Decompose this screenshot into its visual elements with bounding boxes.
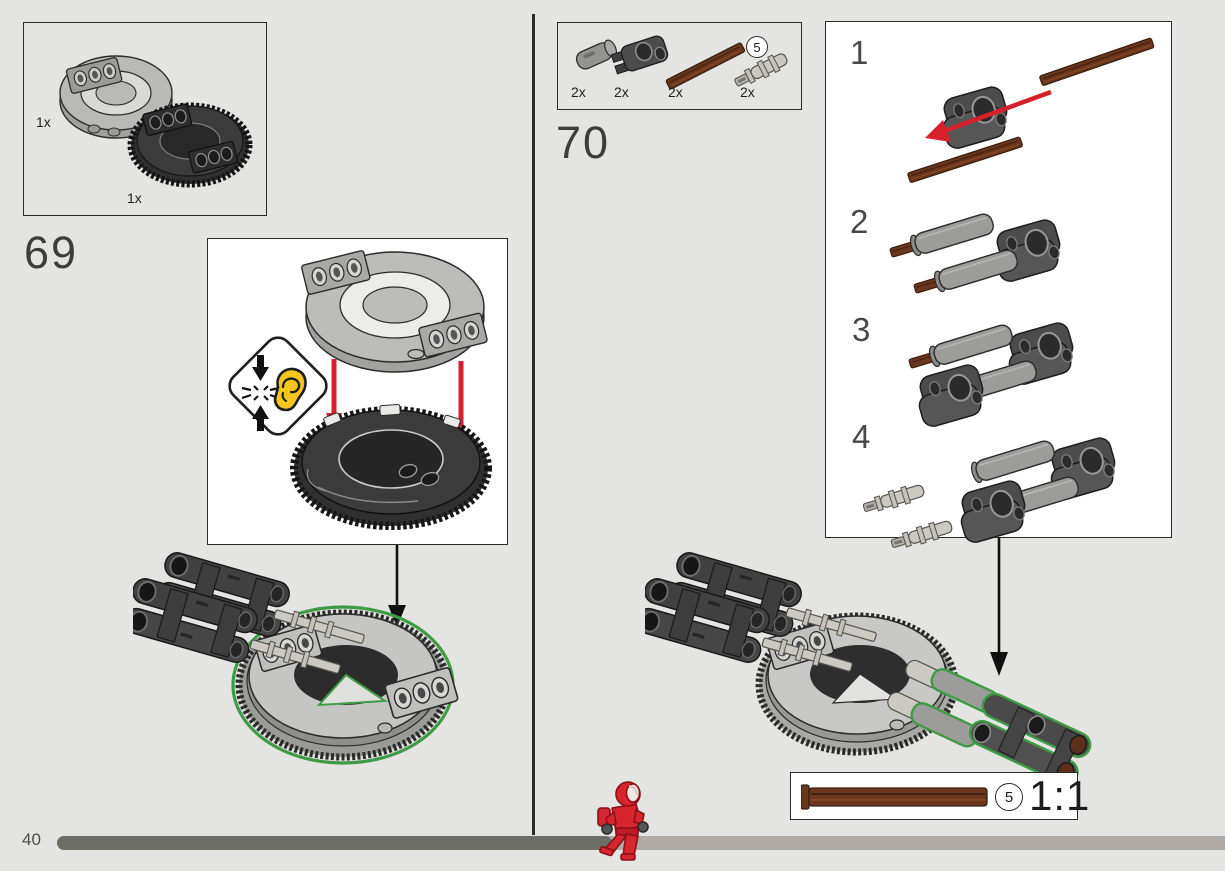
substep-4-number: 4 — [852, 418, 871, 455]
substep-2-number: 2 — [850, 203, 869, 240]
column-divider — [532, 14, 535, 835]
step69-result-assembly — [133, 549, 460, 765]
part-count-label: 2x — [571, 84, 586, 100]
visor — [625, 783, 641, 803]
press-until-click-ear-icon — [228, 336, 328, 436]
step70-result-assembly — [645, 549, 1092, 786]
progress-bar-fill — [57, 836, 612, 850]
part-count-label: 1x — [127, 190, 142, 206]
ear-icon — [273, 367, 307, 412]
substep-1-number: 1 — [850, 34, 869, 71]
substep-1-art — [906, 37, 1155, 184]
step69-detail-art — [228, 250, 492, 530]
turntable-gear-ring-part — [127, 102, 253, 188]
step69-detail-box — [207, 238, 508, 545]
step69-parts-art — [59, 55, 253, 188]
substep-4-art — [860, 434, 1123, 553]
length-5-badge: 5 — [746, 36, 768, 58]
axle-pin-connector-block-part — [610, 35, 669, 75]
axle-pin — [860, 481, 927, 517]
axle-pin-3l-part — [734, 53, 788, 87]
turntable-top-plate-part — [301, 250, 488, 373]
part-count-label: 1x — [36, 114, 51, 130]
step70-substeps-box: 1 2 3 4 — [825, 21, 1172, 553]
step70-parts-box: 5 2x 2x 2x 2x — [557, 22, 802, 110]
click-arrows-icon — [252, 355, 269, 431]
rear-foot — [599, 846, 614, 857]
axle-pin — [888, 517, 955, 553]
scale-ratio-label: 1:1 — [1029, 772, 1091, 819]
substep-3-number: 3 — [852, 311, 871, 348]
turntable-top-plate-part — [59, 55, 173, 139]
step69-number: 69 — [24, 227, 79, 278]
front-hand — [637, 821, 649, 833]
turntable-highlighted — [231, 605, 460, 765]
part-count-label: 2x — [668, 84, 683, 100]
step69-parts-box: 1x 1x — [23, 22, 267, 216]
red-spaceman-minifigure — [597, 781, 649, 861]
axle-5l-part — [665, 42, 746, 90]
part-count-label: 2x — [740, 84, 755, 100]
substep-2-art — [888, 211, 1068, 295]
page-number: 40 — [22, 830, 41, 849]
new-arm-highlighted — [887, 659, 1092, 786]
front-foot — [620, 853, 636, 861]
step70-number: 70 — [556, 117, 611, 168]
scale-1to1-box: 5 1:1 — [790, 772, 1089, 820]
step70-assembly-arrow — [990, 538, 1008, 676]
rear-hand — [601, 823, 613, 835]
step70-parts-art — [575, 35, 788, 90]
round-pin-connector-part — [575, 39, 618, 70]
length-5-badge: 5 — [995, 783, 1023, 811]
connector-block — [952, 477, 1033, 546]
turntable-gear-ring-part — [290, 403, 492, 530]
substep-3-art — [907, 319, 1081, 428]
insert-direction-arrow — [925, 89, 1052, 142]
part-count-label: 2x — [614, 84, 629, 100]
axle-5l-actual-size — [801, 784, 988, 810]
